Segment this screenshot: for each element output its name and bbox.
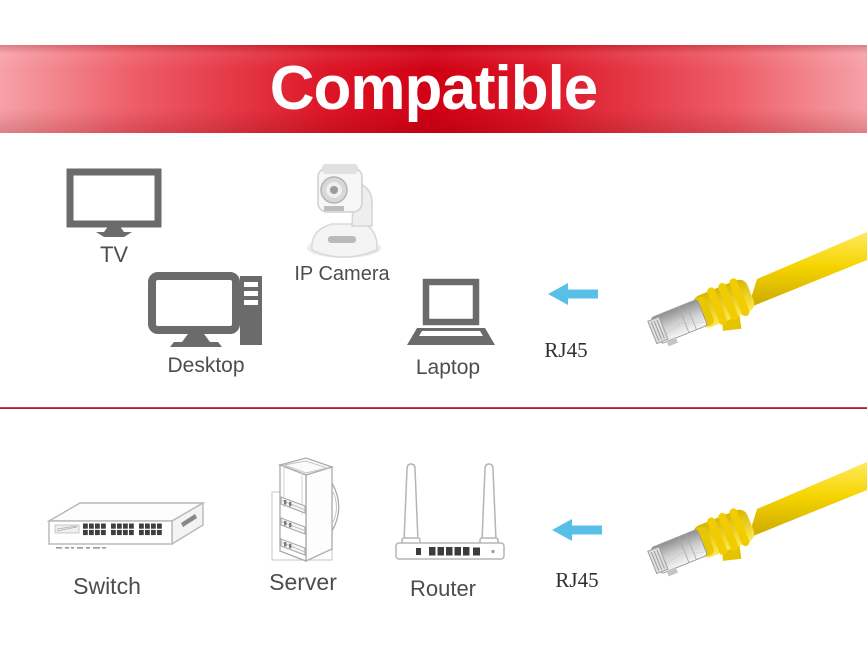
yellow-rj45-cable-top: [644, 231, 867, 361]
banner-title: Compatible: [269, 54, 599, 123]
banner: Compatible: [0, 45, 867, 133]
laptop-icon: [407, 278, 495, 345]
left-arrow-icon: [552, 519, 602, 541]
server-rack-icon: [271, 457, 340, 563]
switch-label: Switch: [73, 573, 141, 599]
yellow-rj45-cable-bottom: [644, 461, 867, 591]
desktop-label: Desktop: [167, 354, 245, 377]
desktop-pc-icon: [148, 272, 262, 347]
router-icon: [395, 463, 505, 560]
rj45-label-bottom: RJ45: [555, 568, 599, 592]
ip-camera-label: IP Camera: [294, 263, 390, 285]
laptop-label: Laptop: [415, 356, 481, 379]
tv-label: TV: [99, 242, 129, 267]
ip-camera-icon: [307, 164, 381, 258]
tv-icon: [66, 168, 162, 237]
network-switch-icon: [46, 501, 206, 549]
left-arrow-icon: [548, 283, 598, 305]
router-label: Router: [409, 576, 477, 601]
server-label: Server: [269, 569, 337, 595]
rj45-label-top: RJ45: [544, 338, 588, 362]
red-divider-line: [0, 407, 867, 409]
